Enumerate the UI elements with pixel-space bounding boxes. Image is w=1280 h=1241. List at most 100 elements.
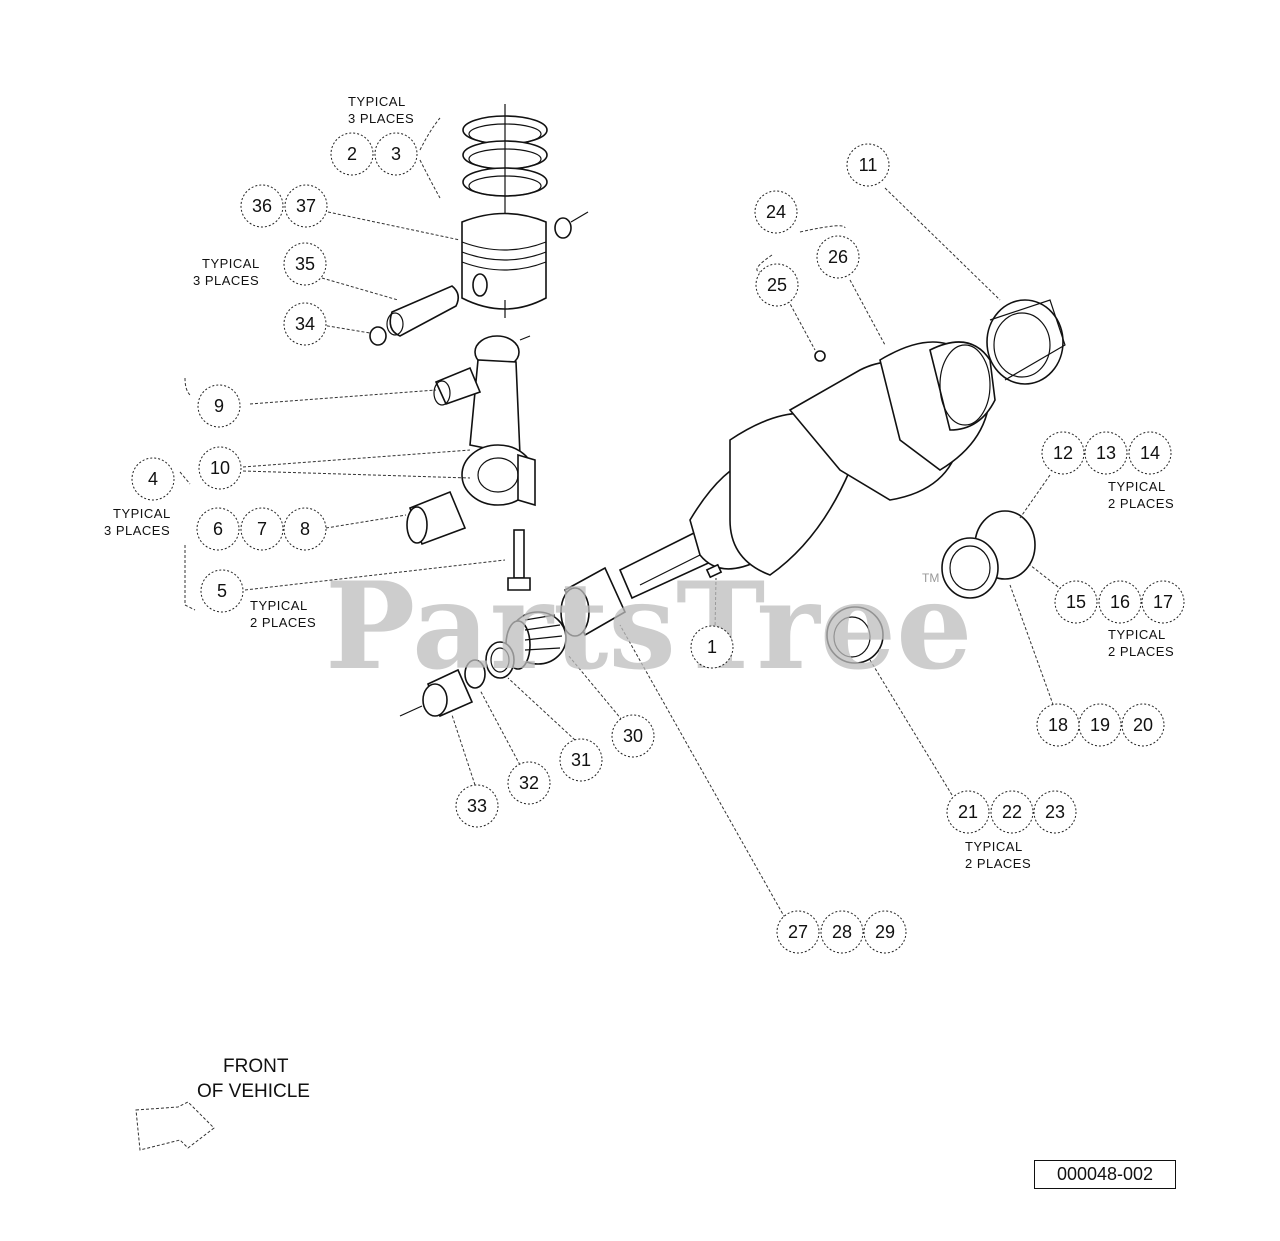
rod-bearing bbox=[406, 490, 467, 546]
callout-22[interactable]: 22 bbox=[990, 790, 1034, 834]
callout-number: 1 bbox=[707, 637, 717, 657]
callout-3[interactable]: 3 bbox=[374, 132, 418, 176]
watermark-tm: TM bbox=[922, 571, 939, 585]
note-typical-thrust-2: TYPICAL 2 PLACES bbox=[1108, 627, 1174, 659]
callout-27[interactable]: 27 bbox=[776, 910, 820, 954]
callout-32[interactable]: 32 bbox=[507, 761, 551, 805]
callout-1[interactable]: 1 bbox=[690, 625, 734, 669]
callout-circle bbox=[990, 790, 1034, 834]
main-bearing-front bbox=[560, 566, 627, 637]
callout-34[interactable]: 34 bbox=[283, 302, 327, 346]
callout-circle bbox=[1121, 703, 1165, 747]
callout-21[interactable]: 21 bbox=[946, 790, 990, 834]
note-typical-rings: TYPICAL 3 PLACES bbox=[348, 94, 414, 126]
callout-circle bbox=[131, 457, 175, 501]
callout-12[interactable]: 12 bbox=[1041, 431, 1085, 475]
callout-6[interactable]: 6 bbox=[196, 507, 240, 551]
callout-circle bbox=[816, 235, 860, 279]
callout-circle bbox=[755, 263, 799, 307]
rod-bolt bbox=[507, 529, 531, 591]
callout-number: 37 bbox=[296, 196, 316, 216]
callout-number: 22 bbox=[1002, 802, 1022, 822]
callout-circle bbox=[455, 784, 499, 828]
callout-5[interactable]: 5 bbox=[200, 569, 244, 613]
callout-23[interactable]: 23 bbox=[1033, 790, 1077, 834]
callout-circle bbox=[863, 910, 907, 954]
note-typical-main: TYPICAL 2 PLACES bbox=[965, 839, 1031, 871]
callout-circle bbox=[330, 132, 374, 176]
callout-number: 7 bbox=[257, 519, 267, 539]
callout-number: 29 bbox=[875, 922, 895, 942]
callout-9[interactable]: 9 bbox=[197, 384, 241, 428]
callout-circle bbox=[1041, 431, 1085, 475]
small-end-bushing bbox=[433, 366, 482, 406]
piston-pin bbox=[386, 285, 460, 337]
callout-24[interactable]: 24 bbox=[754, 190, 798, 234]
callout-circle bbox=[1054, 580, 1098, 624]
callout-18[interactable]: 18 bbox=[1036, 703, 1080, 747]
callout-number: 15 bbox=[1066, 592, 1086, 612]
callout-number: 3 bbox=[391, 144, 401, 164]
callout-circle bbox=[1098, 580, 1142, 624]
note-line-2: 2 PLACES bbox=[1108, 496, 1174, 511]
callout-8[interactable]: 8 bbox=[283, 507, 327, 551]
callout-2[interactable]: 2 bbox=[330, 132, 374, 176]
callout-circle bbox=[611, 714, 655, 758]
callout-number: 31 bbox=[571, 750, 591, 770]
callout-33[interactable]: 33 bbox=[455, 784, 499, 828]
callout-number: 35 bbox=[295, 254, 315, 274]
callout-circle bbox=[197, 384, 241, 428]
callout-25[interactable]: 25 bbox=[755, 263, 799, 307]
note-line-1: TYPICAL bbox=[250, 598, 308, 613]
callout-number: 5 bbox=[217, 581, 227, 601]
callout-circle bbox=[196, 507, 240, 551]
callout-number: 4 bbox=[148, 469, 158, 489]
woodruff-key bbox=[705, 563, 723, 579]
callout-number: 18 bbox=[1048, 715, 1068, 735]
callout-number: 12 bbox=[1053, 443, 1073, 463]
callout-16[interactable]: 16 bbox=[1098, 580, 1142, 624]
callout-28[interactable]: 28 bbox=[820, 910, 864, 954]
callout-circle bbox=[284, 184, 328, 228]
callout-circle bbox=[846, 143, 890, 187]
piston-pin-clip-right bbox=[554, 211, 589, 239]
callout-4[interactable]: 4 bbox=[131, 457, 175, 501]
callout-11[interactable]: 11 bbox=[846, 143, 890, 187]
note-typical-rod: TYPICAL 3 PLACES bbox=[104, 506, 170, 538]
callout-circle bbox=[776, 910, 820, 954]
callout-circle bbox=[240, 184, 284, 228]
callout-35[interactable]: 35 bbox=[283, 242, 327, 286]
thrust-washer bbox=[485, 641, 515, 679]
callout-7[interactable]: 7 bbox=[240, 507, 284, 551]
callout-number: 33 bbox=[467, 796, 487, 816]
callout-circle bbox=[690, 625, 734, 669]
note-line-2: 3 PLACES bbox=[104, 523, 170, 538]
callout-19[interactable]: 19 bbox=[1078, 703, 1122, 747]
callout-circle bbox=[1128, 431, 1172, 475]
callout-31[interactable]: 31 bbox=[559, 738, 603, 782]
callout-circle bbox=[198, 446, 242, 490]
callout-17[interactable]: 17 bbox=[1141, 580, 1185, 624]
callout-circle bbox=[559, 738, 603, 782]
watermark: PartsTree bbox=[325, 556, 972, 697]
callout-13[interactable]: 13 bbox=[1084, 431, 1128, 475]
callout-number: 23 bbox=[1045, 802, 1065, 822]
callout-37[interactable]: 37 bbox=[284, 184, 328, 228]
callout-20[interactable]: 20 bbox=[1121, 703, 1165, 747]
callout-26[interactable]: 26 bbox=[816, 235, 860, 279]
callout-number: 17 bbox=[1153, 592, 1173, 612]
spacer-ring bbox=[464, 659, 486, 689]
callout-15[interactable]: 15 bbox=[1054, 580, 1098, 624]
note-line-2: 2 PLACES bbox=[1108, 644, 1174, 659]
callout-30[interactable]: 30 bbox=[611, 714, 655, 758]
callout-36[interactable]: 36 bbox=[240, 184, 284, 228]
callout-10[interactable]: 10 bbox=[198, 446, 242, 490]
callout-29[interactable]: 29 bbox=[863, 910, 907, 954]
callout-14[interactable]: 14 bbox=[1128, 431, 1172, 475]
oil-seal bbox=[399, 668, 474, 718]
callout-number: 19 bbox=[1090, 715, 1110, 735]
note-line-2: 3 PLACES bbox=[193, 273, 259, 288]
piston bbox=[461, 212, 547, 318]
